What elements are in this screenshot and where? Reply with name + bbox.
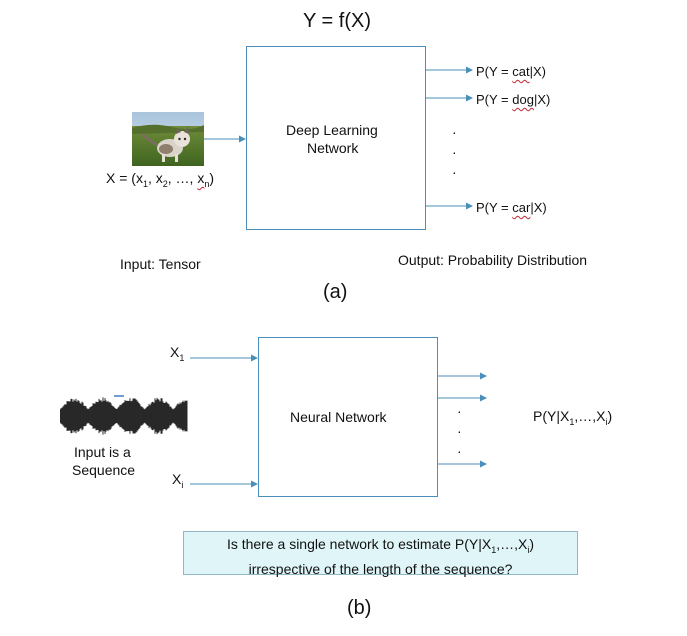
output-cat-pre: P(Y = [476, 64, 513, 79]
equation-title: Y = f(X) [303, 10, 371, 32]
question-line1: Is there a single network to estimate P(… [184, 535, 577, 560]
seq-output-si: i [605, 416, 608, 427]
output-dog-post: |X) [533, 92, 551, 107]
output-dog-pre: P(Y = [476, 92, 513, 107]
ellipsis-dot-b1: · [457, 403, 462, 419]
question-line2: irrespective of the length of the sequen… [248, 560, 513, 577]
output-caption: Output: Probability Distribution [398, 252, 588, 268]
neural-network-label: Neural Network [290, 409, 387, 425]
input-x1-label: X1 [170, 344, 184, 363]
deep-learning-label-line2: Network [307, 140, 359, 156]
seq-output-post: ) [607, 408, 613, 424]
subscript-1: 1 [142, 178, 148, 189]
input-formula: X = (x1, x2, …, xn) [106, 170, 214, 189]
ellipsis-dot-2: · [452, 144, 457, 160]
output-car-word: car [512, 200, 531, 215]
input-formula-last-x: x [197, 170, 205, 186]
output-dog: P(Y = dog|X) [476, 92, 550, 107]
output-cat-post: |X) [529, 64, 546, 79]
ellipsis-dot-3: · [452, 164, 457, 180]
subscript-2: 2 [162, 178, 168, 189]
question-s1: 1 [491, 544, 497, 555]
kitten-image [132, 112, 204, 166]
ellipsis-dot-b2: · [457, 423, 462, 439]
question-callout: Is there a single network to estimate P(… [183, 531, 578, 577]
input-caption: Input: Tensor [120, 256, 201, 272]
input-formula-prefix: X = (x [106, 170, 143, 186]
question-si: i [527, 544, 530, 555]
deep-learning-box [246, 46, 426, 230]
output-car: P(Y = car|X) [476, 200, 547, 215]
ellipsis-dot-b3: · [457, 443, 462, 459]
seq-output-pre: P(Y|X [533, 408, 570, 424]
input-x1-base: X [170, 344, 180, 360]
input-xi-base: X [172, 471, 182, 487]
question-mid: ,…,X [496, 536, 528, 552]
panel-b-label: (b) [347, 597, 372, 619]
sequence-caption-line1: Input is a [74, 444, 131, 460]
input-x1-sub: 1 [179, 352, 185, 363]
neural-network-box [258, 337, 438, 497]
input-xi-label: Xi [172, 471, 183, 490]
output-dog-word: dog [512, 92, 534, 107]
output-cat-word: cat [512, 64, 530, 79]
panel-a-label: (a) [323, 281, 348, 303]
input-xi-sub: i [181, 479, 184, 490]
seq-output-s1: 1 [569, 416, 575, 427]
ellipsis-dot-1: · [452, 124, 457, 140]
seq-output-mid: ,…,X [574, 408, 606, 424]
input-formula-suffix: ) [209, 170, 215, 186]
deep-learning-label-line1: Deep Learning [286, 122, 378, 138]
input-formula-mid1: , x [147, 170, 163, 186]
output-car-post: |X) [530, 200, 547, 215]
output-car-pre: P(Y = [476, 200, 513, 215]
sequence-output-label: P(Y|X1,…,Xi) [533, 408, 612, 427]
waveform-image [60, 394, 188, 438]
question-line1-post: ) [529, 536, 535, 552]
input-formula-last: xn [197, 170, 210, 189]
output-cat: P(Y = cat|X) [476, 64, 546, 79]
subscript-n: n [204, 178, 210, 189]
sequence-caption-line2: Sequence [72, 462, 136, 478]
input-formula-mid2: , …, [167, 170, 198, 186]
question-line1-pre: Is there a single network to estimate P(… [226, 536, 492, 552]
